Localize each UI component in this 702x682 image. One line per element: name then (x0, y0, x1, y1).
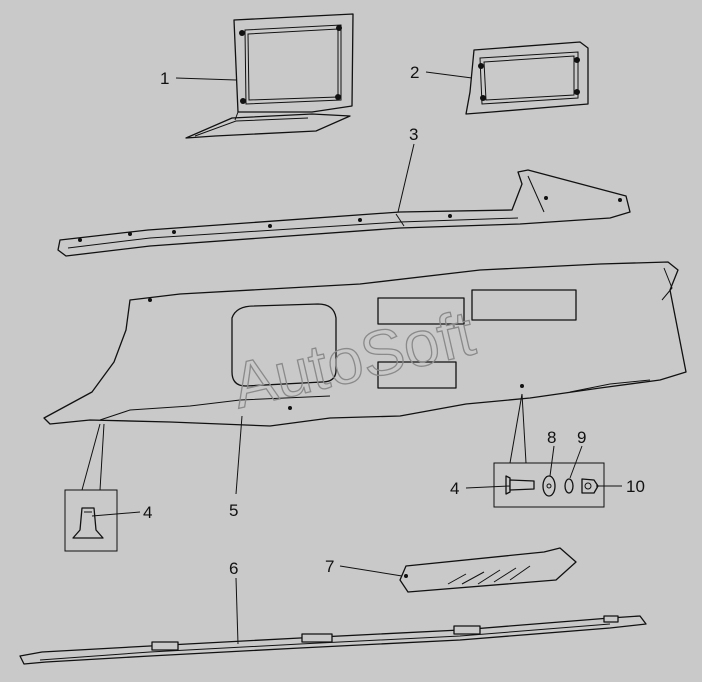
callout-4-left: 4 (143, 503, 152, 522)
callout-6: 6 (229, 559, 238, 578)
part-5-panel (43, 261, 687, 427)
callout-7: 7 (325, 557, 334, 576)
part-6-rail (19, 615, 647, 665)
part-1-frame (185, 13, 354, 139)
part-2-frame (465, 41, 589, 115)
callout-8: 8 (547, 428, 556, 447)
callout-labels: 1 2 3 4 5 4 8 9 10 6 7 (143, 63, 645, 578)
callout-3: 3 (409, 125, 418, 144)
part-3-rail (57, 169, 631, 257)
hardware-group (493, 393, 605, 508)
callout-9: 9 (577, 428, 586, 447)
callout-2: 2 (410, 63, 419, 82)
leader-lines (91, 71, 622, 645)
callout-5: 5 (229, 501, 238, 520)
callout-10: 10 (626, 477, 645, 496)
callout-1: 1 (160, 69, 169, 88)
part-4-clip-inset (64, 423, 118, 552)
callout-4-right: 4 (450, 479, 459, 498)
part-7-plate (399, 547, 577, 593)
